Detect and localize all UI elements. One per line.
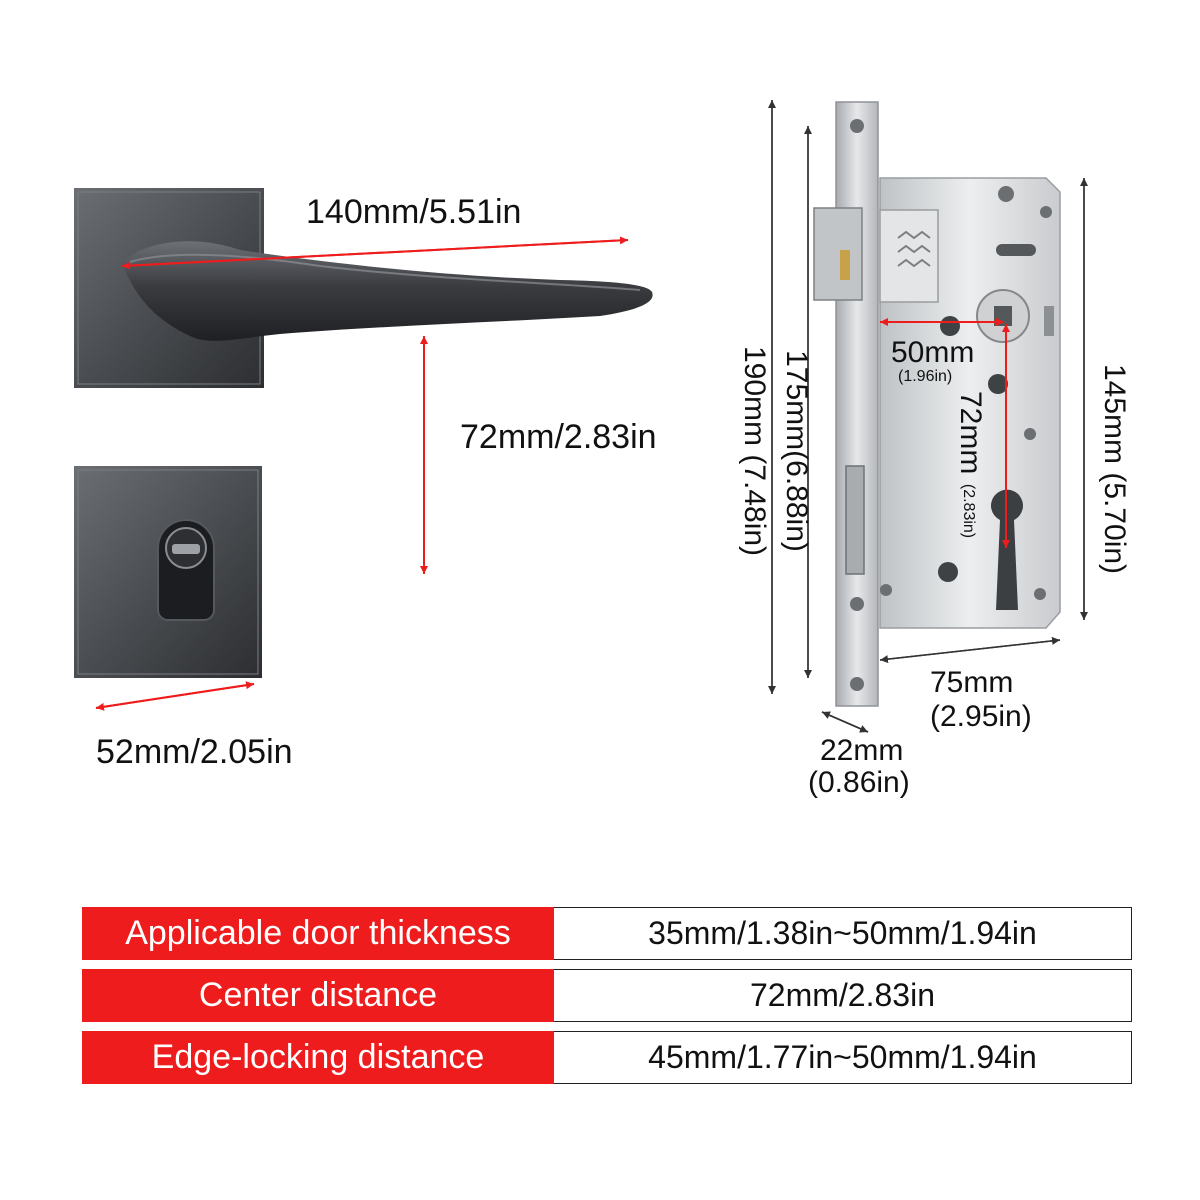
lock-center-in-label: (2.83in) xyxy=(960,483,977,539)
faceplate-width-in-label: (0.86in) xyxy=(808,766,910,799)
lever-handle xyxy=(122,241,653,341)
faceplate-height-label: 175mm(6.88in) xyxy=(780,350,813,552)
spec-row: Center distance 72mm/2.83in xyxy=(82,969,1132,1022)
rose-width-label: 52mm/2.05in xyxy=(96,733,293,771)
handle-length-label: 140mm/5.51in xyxy=(306,193,522,231)
faceplate-width-label: 22mm xyxy=(820,734,904,767)
cylinder-rose xyxy=(74,466,262,678)
spec-row: Edge-locking distance 45mm/1.77in~50mm/1… xyxy=(82,1031,1132,1084)
spec-label: Center distance xyxy=(82,969,554,1022)
case-width-label: 75mm xyxy=(930,666,1014,699)
total-height-label: 190mm (7.48in) xyxy=(738,345,771,557)
backset-label: 50mm xyxy=(891,336,975,369)
case-height-label: 145mm (5.70in) xyxy=(1098,363,1131,575)
diagram-drawing xyxy=(74,100,1088,733)
lock-center-label: 72mm xyxy=(954,391,987,475)
spec-value: 45mm/1.77in~50mm/1.94in xyxy=(554,1031,1132,1084)
faceplate-width-arrow-b xyxy=(821,711,869,733)
handle-length-arrow-end xyxy=(121,236,629,267)
rose-width-arrow-l xyxy=(95,683,255,711)
spec-value: 35mm/1.38in~50mm/1.94in xyxy=(554,907,1132,960)
spec-label: Edge-locking distance xyxy=(82,1031,554,1084)
backset-in-label: (1.96in) xyxy=(898,368,953,385)
spec-row: Applicable door thickness 35mm/1.38in~50… xyxy=(82,907,1132,960)
case-width-in-label: (2.95in) xyxy=(930,700,1032,733)
handle-center-label: 72mm/2.83in xyxy=(460,418,657,456)
spec-value: 72mm/2.83in xyxy=(554,969,1132,1022)
mortise-lock xyxy=(813,101,1061,707)
case-width-arrow-l xyxy=(879,639,1061,664)
spec-label: Applicable door thickness xyxy=(82,907,554,960)
